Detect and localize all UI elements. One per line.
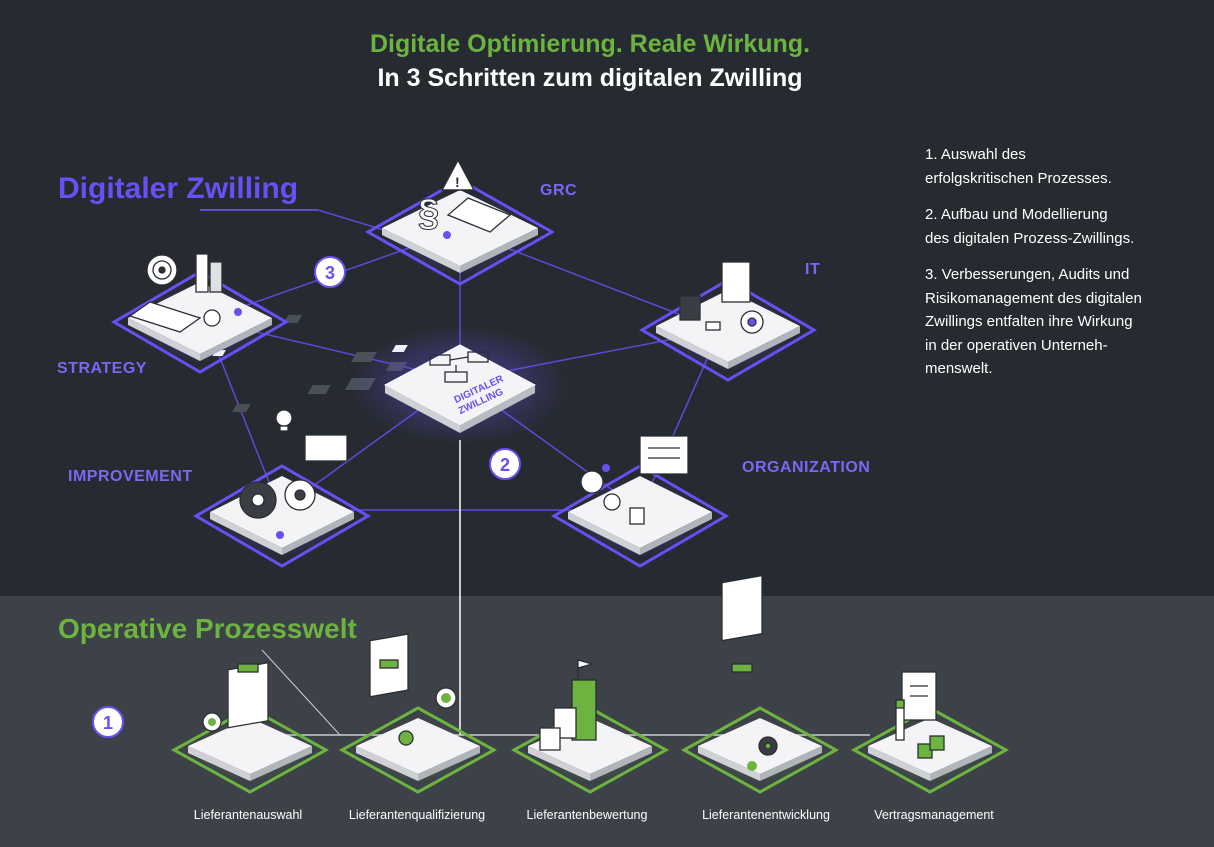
svg-text:1: 1 — [103, 713, 113, 733]
process-label-5: Vertragsmanagement — [874, 808, 994, 822]
step-badge-1: 1 — [92, 706, 124, 738]
headline-secondary: In 3 Schritten zum digitalen Zwilling — [377, 64, 803, 92]
step-text-1: 1. Auswahl des erfolgskritischen Prozess… — [925, 146, 1112, 187]
operative-band — [0, 596, 1214, 847]
lightbulb-gears-chat-icon — [239, 409, 348, 539]
server-monitor-gears-icon — [679, 261, 764, 334]
center-platform: DIGITALER ZWILLING — [350, 325, 570, 445]
process-platforms — [170, 706, 1010, 794]
category-organization: ORGANIZATION — [742, 459, 871, 476]
platform-grc — [364, 178, 556, 286]
process-label-4: Lieferantenentwicklung — [702, 808, 830, 822]
category-it: IT — [805, 261, 821, 278]
process-label-1: Lieferantenauswahl — [193, 808, 303, 822]
podium-flag-icon — [539, 659, 597, 751]
svg-text:2: 2 — [500, 455, 510, 475]
vertical-connector — [261, 440, 870, 736]
clipboard-check-icon — [202, 661, 269, 732]
flowchart-icon — [429, 351, 489, 383]
presentation-board-team-icon — [580, 435, 689, 525]
category-strategy: STRATEGY — [57, 360, 147, 377]
svg-text:3: 3 — [325, 263, 335, 283]
svg-text:!: ! — [455, 174, 460, 190]
step-text-2: 2. Aufbau und Modellierung des digitalen… — [925, 206, 1135, 247]
step-badge-2: 2 — [489, 448, 521, 480]
headline-primary: Digitale Optimierung. Reale Wirkung. — [369, 30, 811, 58]
process-label-2: Lieferantenqualifizierung — [348, 808, 486, 822]
contract-pen-icon — [895, 671, 945, 759]
process-label-3: Lieferantenbewertung — [526, 808, 648, 822]
target-chart-magnifier-icon — [128, 253, 242, 333]
step-badge-3: 3 — [314, 256, 346, 288]
platform-improvement — [193, 464, 371, 568]
step-text-3: 3. Verbesserungen, Audits und Risikomana… — [925, 266, 1142, 377]
process-platform-1 — [170, 706, 330, 794]
process-platform-2 — [338, 706, 498, 794]
steps-list: 1. Auswahl des erfolgskritischen Prozess… — [925, 143, 1195, 394]
paragraph-warning-document-icon: § ! — [418, 158, 512, 239]
svg-text:§: § — [418, 192, 439, 234]
digital-twin-title: Digitaler Zwilling — [58, 172, 299, 205]
clipboard-gear-icon — [721, 574, 778, 771]
platform-strategy — [111, 270, 289, 374]
platforms — [111, 178, 817, 568]
operative-title: Operative Prozesswelt — [58, 613, 357, 644]
category-grc: GRC — [540, 182, 578, 199]
clipboard-badge-icon — [369, 633, 457, 746]
category-improvement: IMPROVEMENT — [68, 468, 193, 485]
